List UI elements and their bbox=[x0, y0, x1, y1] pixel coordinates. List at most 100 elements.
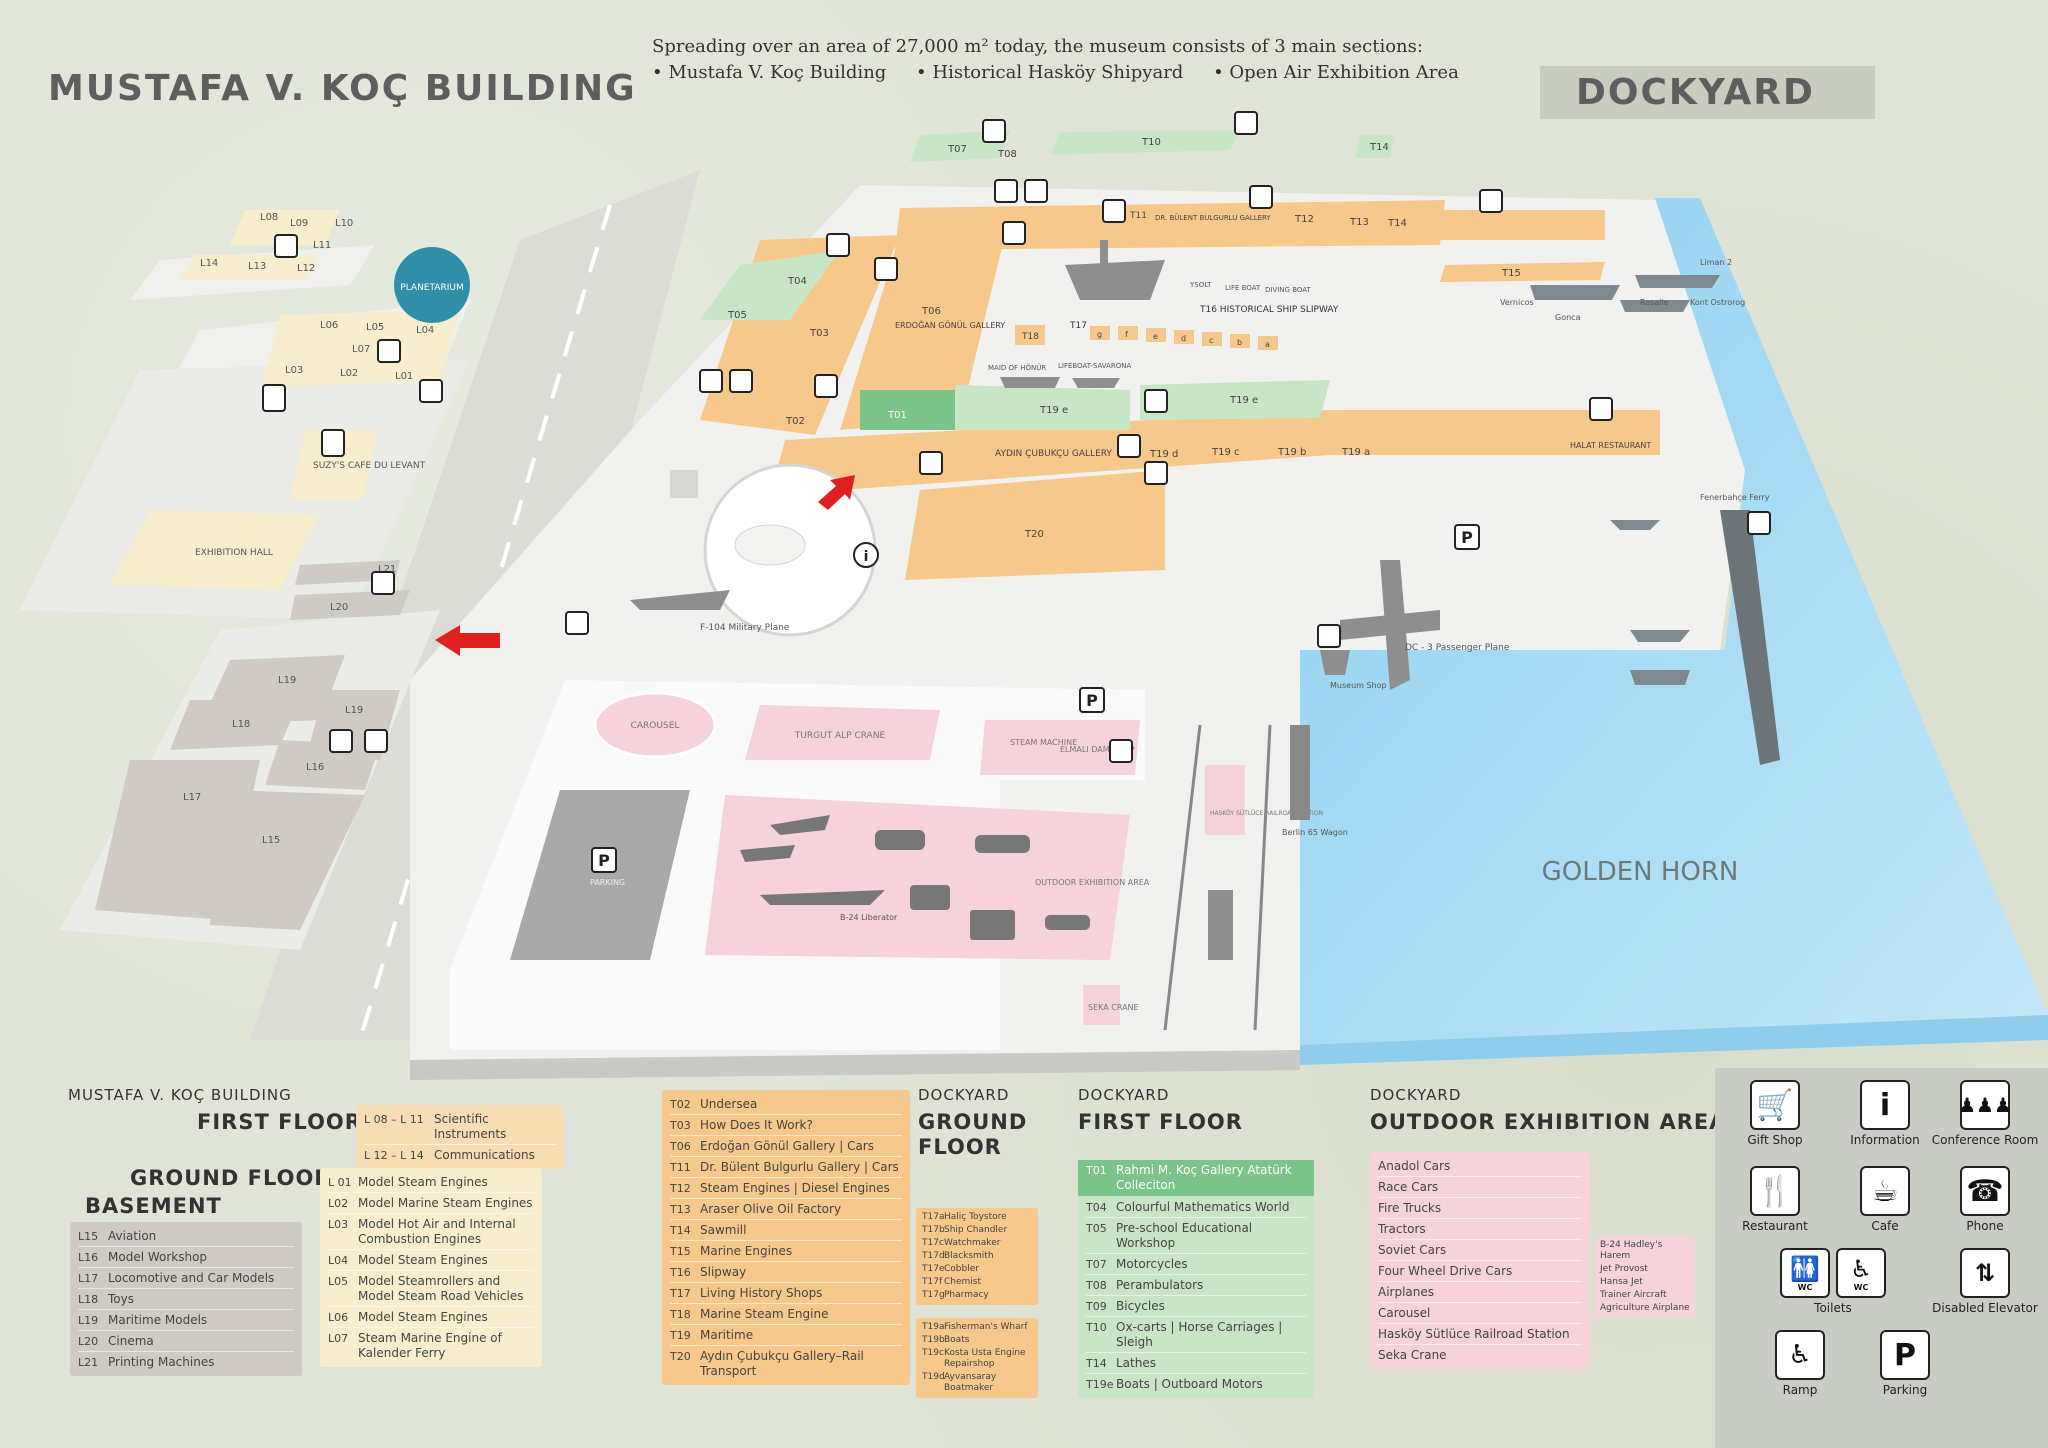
label-T19a: T19 a bbox=[1341, 447, 1370, 458]
airplane-icon bbox=[770, 815, 830, 835]
road bbox=[250, 170, 700, 1040]
legend-dock-ground-header: DOCKYARD bbox=[918, 1086, 1010, 1104]
seka-crane-area bbox=[1083, 985, 1120, 1025]
museum-shop-icon bbox=[1320, 650, 1350, 675]
legend-icon-conference-room: ♟♟♟ Conference Room bbox=[1925, 1080, 2045, 1147]
room-T14-right bbox=[1440, 210, 1605, 240]
conference-icon: ♟♟♟ bbox=[1958, 1080, 2012, 1130]
label-rosalie: Rosalie bbox=[1640, 298, 1669, 307]
label-L16: L16 bbox=[306, 762, 324, 773]
intro-section-mvk: • Mustafa V. Koç Building bbox=[652, 62, 887, 83]
label-T06: T06 bbox=[921, 306, 941, 317]
harbor-ships: Liman 2 Vernicos Gonca Rosalie Kont Ostr… bbox=[1500, 258, 1780, 765]
info-sign-label: i bbox=[864, 549, 869, 565]
elevator-sign-icon bbox=[1144, 461, 1168, 485]
wheelchair-sign-icon bbox=[1102, 199, 1126, 223]
legend-dock-ground-title: GROUND FLOOR bbox=[918, 1110, 1028, 1159]
elevator-sign-icon bbox=[874, 257, 898, 281]
shop-c bbox=[1202, 332, 1222, 346]
tractor-icon bbox=[910, 885, 950, 910]
intro-section-openair: • Open Air Exhibition Area bbox=[1213, 62, 1459, 83]
label-seka-crane: SEKA CRANE bbox=[1088, 1003, 1139, 1012]
elevator-sign-icon bbox=[1249, 185, 1273, 209]
cafe-sign-icon bbox=[1109, 739, 1133, 763]
label-T15: T15 bbox=[1501, 268, 1521, 279]
label-T04: T04 bbox=[787, 276, 807, 287]
roundabout-center bbox=[734, 524, 806, 566]
intro-text: Spreading over an area of 27,000 m² toda… bbox=[652, 34, 1483, 86]
legend-mvk-ground-floor: GROUND FLOOR bbox=[130, 1166, 332, 1190]
label-L08: L08 bbox=[260, 212, 278, 223]
list-item: Trainer Aircraft bbox=[1600, 1290, 1667, 1300]
car-icon bbox=[875, 830, 925, 850]
dockyard-title: DOCKYARD bbox=[1576, 72, 1815, 113]
parking-sign-icon bbox=[591, 847, 617, 873]
label-shop-e: e bbox=[1153, 332, 1158, 341]
label-shop-g: g bbox=[1097, 330, 1102, 339]
steam-pump-area bbox=[980, 720, 1140, 775]
room-T18 bbox=[1015, 325, 1045, 345]
historical-ship-icon bbox=[1065, 260, 1165, 300]
legend-icon-parking: P Parking bbox=[1845, 1330, 1965, 1397]
icon-legend-panel: 🛒 Gift Shop i Information ♟♟♟ Conference… bbox=[1715, 1068, 2048, 1448]
label-dc3: DC - 3 Passenger Plane bbox=[1405, 643, 1510, 653]
label-halat: HALAT RESTAURANT bbox=[1570, 441, 1651, 450]
planetarium-dome bbox=[394, 247, 470, 323]
label-liman: Liman 2 bbox=[1700, 258, 1732, 267]
railroad-station-area bbox=[1205, 765, 1245, 835]
label-T18: T18 bbox=[1021, 332, 1039, 342]
phone-sign-icon bbox=[262, 384, 286, 412]
room-T01 bbox=[860, 390, 960, 430]
cafe-sign-icon bbox=[1747, 511, 1771, 535]
label-T20: T20 bbox=[1024, 529, 1044, 540]
label-L05: L05 bbox=[366, 322, 384, 333]
label-T06-name: ERDOĞAN GÖNÜL GALLERY bbox=[895, 319, 1005, 330]
legend-dock-first-title: FIRST FLOOR bbox=[1078, 1110, 1243, 1134]
wheelchair-sign-icon bbox=[1117, 434, 1141, 458]
pedestrian-sign-icon bbox=[565, 611, 589, 635]
dockyard-edge bbox=[410, 1050, 1300, 1080]
carousel-area bbox=[593, 691, 717, 759]
shop-b bbox=[1230, 334, 1250, 348]
list-item: Race Cars bbox=[1378, 1177, 1582, 1198]
room-L15 bbox=[210, 790, 365, 930]
list-item: Tractors bbox=[1378, 1219, 1582, 1240]
ship-icon bbox=[1620, 300, 1690, 312]
label-L20: L20 bbox=[330, 602, 348, 613]
elevator-sign-icon bbox=[826, 233, 850, 257]
label-T19b: T19 b bbox=[1277, 447, 1306, 458]
label-museum-shop: Museum Shop bbox=[1330, 681, 1387, 690]
label-T03: T03 bbox=[809, 328, 829, 339]
race-car-icon bbox=[1045, 915, 1090, 930]
label-T10: T10 bbox=[1141, 137, 1161, 148]
list-item: Hasköy Sütlüce Railroad Station bbox=[1378, 1324, 1582, 1345]
label-T05: T05 bbox=[727, 310, 747, 321]
shop-d bbox=[1174, 330, 1194, 344]
list-item: Jet Provost bbox=[1600, 1264, 1648, 1274]
legend-icon-information: i Information bbox=[1825, 1080, 1945, 1147]
parking-area bbox=[510, 790, 690, 960]
label-b24: B-24 Liberator bbox=[840, 913, 898, 922]
legend-icon-toilets: 🚻WC ♿WC Toilets bbox=[1773, 1248, 1893, 1315]
label-T14-top: T14 bbox=[1369, 142, 1389, 153]
entrance-arrow-icon bbox=[435, 625, 500, 656]
label-L21: L21 bbox=[378, 564, 396, 575]
